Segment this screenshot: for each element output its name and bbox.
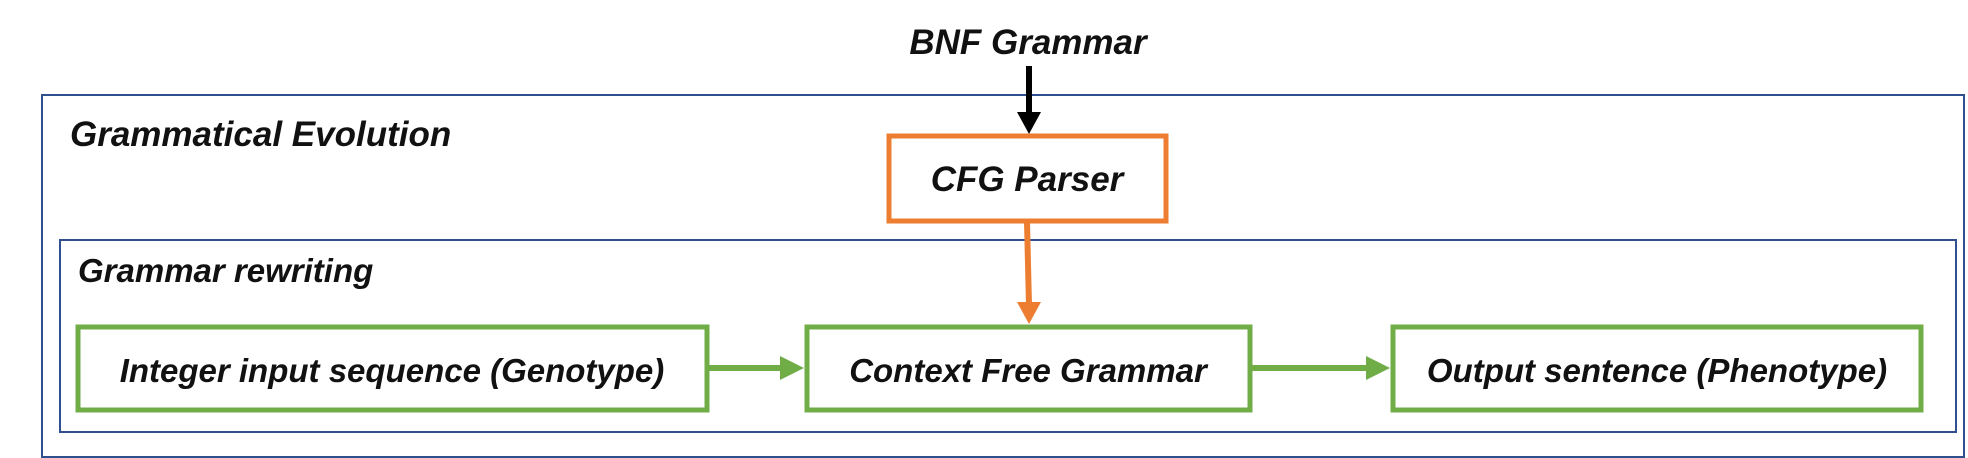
cfg-to-phenotype-arrow xyxy=(1252,356,1390,380)
bnf-to-parser-arrow xyxy=(1017,66,1041,134)
parser-to-cfg-arrow xyxy=(1017,221,1041,324)
cfg-parser-box xyxy=(886,133,1169,224)
context-free-grammar-box xyxy=(804,324,1253,413)
cfg-parser-label: CFG Parser xyxy=(931,160,1126,199)
context-free-grammar-label: Context Free Grammar xyxy=(849,352,1209,389)
genotype-box xyxy=(75,324,710,413)
bnf-grammar-label: BNF Grammar xyxy=(909,23,1149,62)
grammatical-evolution-panel xyxy=(41,94,1965,458)
genotype-to-cfg-arrow xyxy=(709,356,804,380)
grammar-rewriting-title: Grammar rewriting xyxy=(78,252,373,289)
phenotype-box xyxy=(1390,324,1924,413)
genotype-label: Integer input sequence (Genotype) xyxy=(120,352,665,389)
phenotype-label: Output sentence (Phenotype) xyxy=(1427,352,1887,389)
grammar-rewriting-panel xyxy=(59,239,1957,433)
grammatical-evolution-title: Grammatical Evolution xyxy=(70,115,451,154)
